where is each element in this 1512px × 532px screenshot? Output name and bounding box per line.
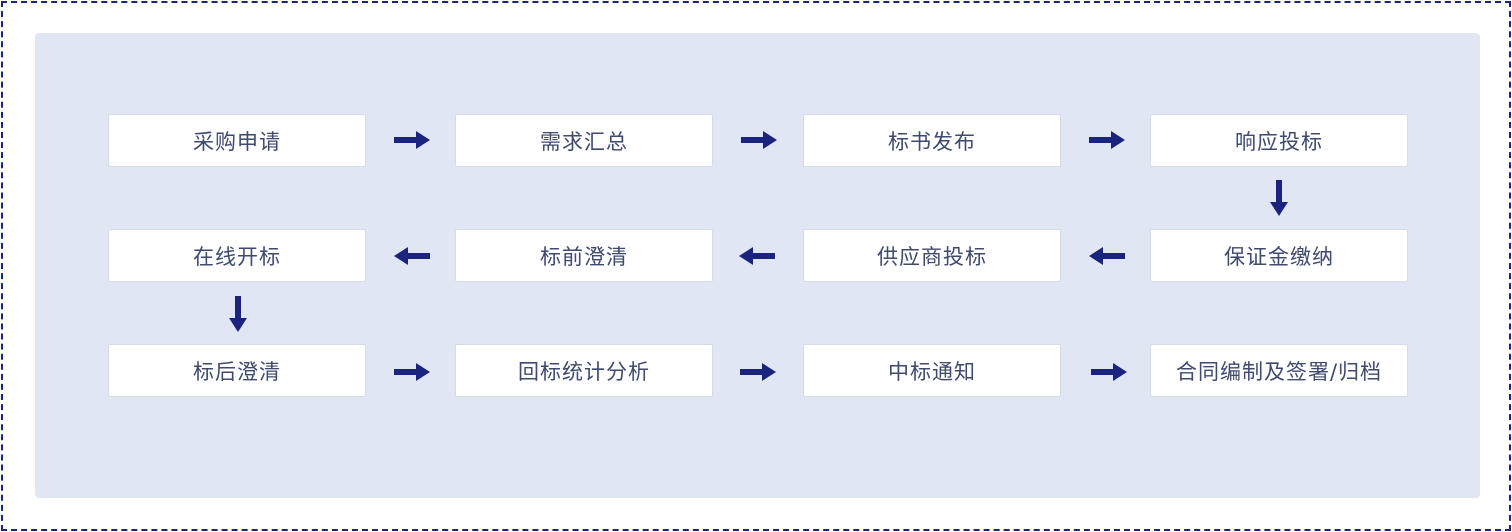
arrow-left-icon — [1089, 247, 1125, 265]
step-deposit-payment[interactable]: 保证金缴纳 — [1150, 229, 1408, 282]
arrow-left-icon — [394, 247, 430, 265]
arrow-down-icon — [1270, 180, 1288, 216]
step-purchase-request[interactable]: 采购申请 — [108, 114, 366, 167]
step-award-notice[interactable]: 中标通知 — [803, 344, 1061, 397]
step-contract-sign-archive[interactable]: 合同编制及签署/归档 — [1150, 344, 1408, 397]
arrow-right-icon — [394, 363, 430, 381]
step-demand-summary[interactable]: 需求汇总 — [455, 114, 713, 167]
step-pre-bid-clarification[interactable]: 标前澄清 — [455, 229, 713, 282]
step-respond-bid[interactable]: 响应投标 — [1150, 114, 1408, 167]
step-post-bid-clarification[interactable]: 标后澄清 — [108, 344, 366, 397]
step-tender-release[interactable]: 标书发布 — [803, 114, 1061, 167]
arrow-down-icon — [229, 296, 247, 332]
arrow-right-icon — [394, 131, 430, 149]
step-supplier-bid[interactable]: 供应商投标 — [803, 229, 1061, 282]
step-bid-return-analysis[interactable]: 回标统计分析 — [455, 344, 713, 397]
arrow-right-icon — [1089, 131, 1125, 149]
arrow-right-icon — [1091, 363, 1127, 381]
step-online-bid-opening[interactable]: 在线开标 — [108, 229, 366, 282]
arrow-left-icon — [739, 247, 775, 265]
arrow-right-icon — [740, 363, 776, 381]
arrow-right-icon — [741, 131, 777, 149]
